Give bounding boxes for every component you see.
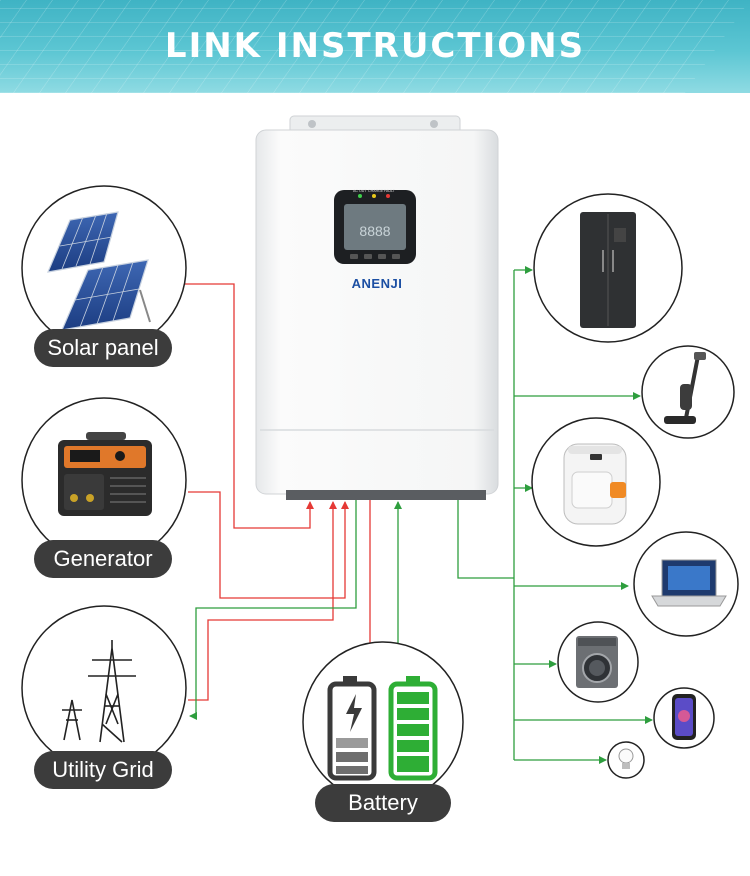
utility-grid-icon [62,640,136,743]
battery-label: Battery [315,784,451,822]
header-banner: LINK INSTRUCTIONS [0,0,750,93]
inverter-to-grid-line [189,496,357,720]
inverter-brand: ANENJI [352,276,403,291]
inverter-output-bus [457,496,514,579]
solar-to-inverter-line [170,283,314,529]
laptop-node [633,531,739,637]
generator-to-inverter-line [188,491,349,599]
grid-to-inverter-line [188,501,337,701]
page-title: LINK INSTRUCTIONS [164,26,586,66]
connection-lines [170,266,653,764]
utility-grid-label: Utility Grid [34,751,172,789]
refrigerator-icon [580,212,636,328]
solar-panel-node [21,185,187,351]
svg-text:CHARGE: CHARGE [368,189,384,193]
generator-node [21,397,187,563]
light-bulb-node [607,741,645,779]
battery-node [302,641,464,803]
svg-text:AC OUT: AC OUT [353,189,367,193]
smartphone-node [653,687,715,749]
utility-grid-node [21,605,187,771]
refrigerator-node [533,193,683,343]
smartphone-icon [672,694,696,740]
washing-machine-icon [576,636,618,688]
battery-icon [327,676,438,781]
vacuum-cleaner-node [641,345,735,439]
solar-panel-label: Solar panel [34,329,172,367]
svg-text:8888: 8888 [359,223,390,239]
inverter-display: 8888 AC OUT CHARGE FAULT [334,189,416,264]
vacuum-cleaner-icon [664,352,706,424]
solar-panel-icon [47,211,151,331]
inverter-unit: 8888 AC OUT CHARGE FAULT ANENJI [255,115,499,500]
generator-icon [58,432,152,516]
laptop-icon [651,559,727,607]
air-fryer-icon [563,443,627,525]
washing-machine-node [557,621,639,703]
light-bulb-icon [618,748,634,769]
generator-label: Generator [34,540,172,578]
svg-text:FAULT: FAULT [384,189,396,193]
air-fryer-node [531,417,661,547]
